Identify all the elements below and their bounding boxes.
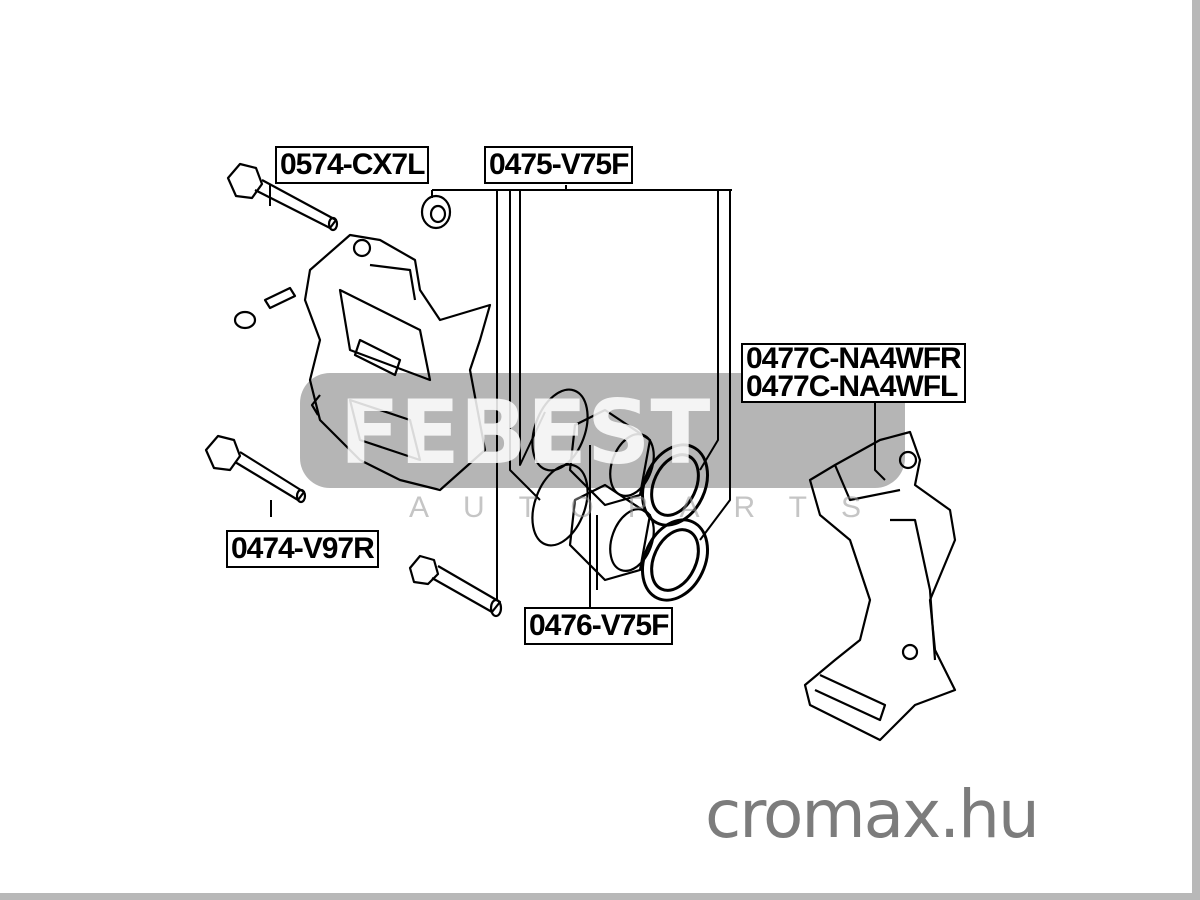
frame-border-bottom	[0, 893, 1200, 900]
pistons	[568, 408, 655, 582]
piston-seals	[531, 388, 589, 547]
label-0574-cx7l: 0574-CX7L	[275, 146, 430, 184]
label-0477c-bracket: 0477C-NA4WFR 0477C-NA4WFL	[741, 343, 966, 403]
caliper-bracket	[803, 430, 957, 742]
upper-guide-bolt	[226, 162, 339, 232]
watermark-brand: FEBEST	[339, 381, 711, 484]
label-0477c-na4wfl: 0477C-NA4WFL	[746, 370, 958, 403]
label-0477c-na4wfr: 0477C-NA4WFR	[746, 342, 962, 375]
watermark-sub: AUTOPARTS	[408, 491, 896, 524]
dust-boots	[641, 443, 709, 602]
caliper-body	[303, 233, 492, 492]
bleeder-screw	[233, 286, 297, 330]
lower-guide-bolt	[204, 434, 307, 504]
label-0476-v75f: 0476-V75F	[524, 607, 674, 645]
label-0475-v75f: 0475-V75F	[484, 146, 634, 184]
leader-lines	[269, 185, 886, 607]
guide-pin	[408, 554, 503, 618]
frame-border-right	[1192, 0, 1200, 900]
bushing	[420, 194, 452, 230]
site-watermark: cromax.hu	[705, 776, 1040, 853]
label-0474-v97r: 0474-V97R	[226, 530, 379, 568]
